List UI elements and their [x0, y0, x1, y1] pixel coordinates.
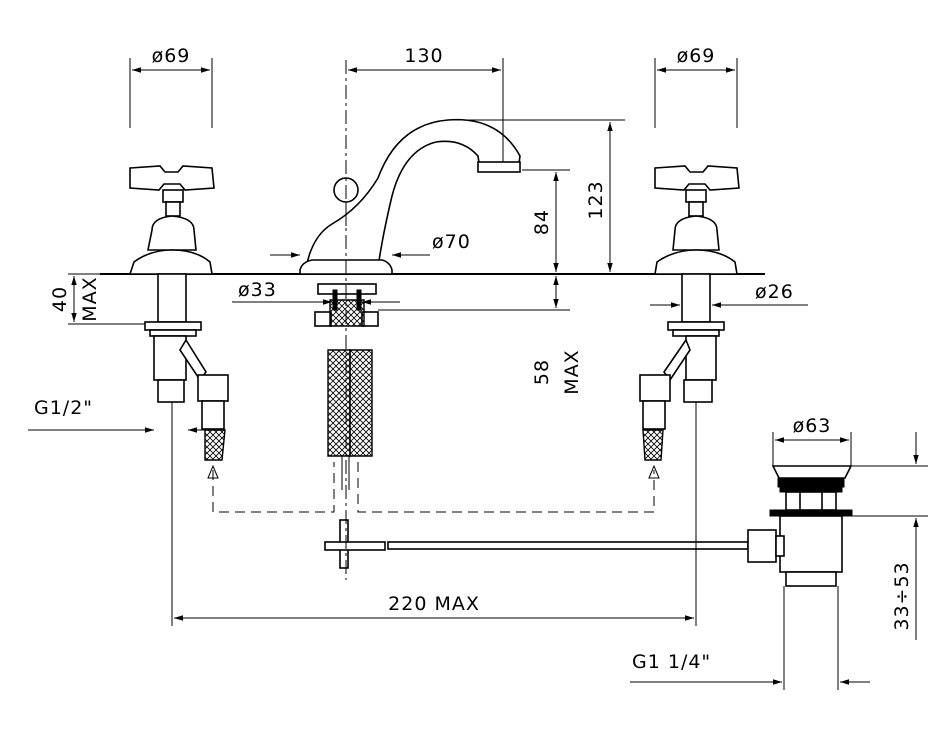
supply-thread-label: G1/2": [34, 397, 93, 419]
deck-thickness-suffix: MAX: [79, 276, 101, 321]
waste-thread-label: G1 1/4": [632, 651, 711, 673]
dim-left-handle: ø69: [129, 45, 213, 128]
dim-outlet-height: 84: [522, 169, 570, 272]
dim-supply-thread: G1/2": [28, 397, 210, 433]
waste-diameter-label: ø63: [793, 415, 832, 437]
left-valve-body: [144, 273, 229, 461]
right-handle-diameter-label: ø69: [677, 45, 716, 67]
dim-waste-thread: G1 1/4": [630, 586, 870, 690]
spout-spacing-label: 130: [404, 45, 443, 67]
waste-assembly: [747, 465, 853, 587]
flow-path-left: [212, 462, 335, 513]
spout: [299, 118, 521, 275]
spout-shank: [314, 283, 379, 490]
overall-width-label: 220 MAX: [388, 593, 480, 615]
right-valve-body: [639, 273, 725, 461]
dim-waste-range: 33÷53: [852, 432, 928, 640]
deck-thickness-value: 40: [49, 286, 71, 312]
popup-rod: [324, 519, 749, 569]
dim-hole-diameter: ø33: [232, 279, 400, 305]
right-cross-handle: [654, 165, 740, 275]
base-diameter-label: ø70: [432, 231, 471, 253]
dim-spout-spacing: 130: [348, 45, 504, 162]
dim-deck-thickness: 40 MAX: [49, 273, 145, 325]
dim-shank-length: 58 MAX: [378, 276, 583, 395]
left-handle-diameter-label: ø69: [152, 45, 191, 67]
spout-height-label: 123: [585, 180, 607, 219]
dim-waste-diameter: ø63: [772, 415, 852, 466]
dim-overall-width: 220 MAX: [171, 402, 697, 626]
waste-range-label: 33÷53: [891, 561, 913, 630]
dim-base-diameter: ø70: [270, 231, 471, 258]
shank-length-suffix: MAX: [561, 349, 583, 394]
dim-right-handle: ø69: [654, 45, 738, 128]
shank-length-value: 58: [531, 359, 553, 385]
left-cross-handle: [128, 165, 215, 275]
flow-path-right: [357, 462, 655, 513]
dim-shank-diameter: ø26: [650, 281, 808, 308]
dim-spout-height: 123: [455, 119, 625, 272]
shank-diameter-label: ø26: [755, 281, 794, 303]
hole-diameter-label: ø33: [238, 279, 277, 301]
outlet-height-label: 84: [531, 209, 553, 235]
